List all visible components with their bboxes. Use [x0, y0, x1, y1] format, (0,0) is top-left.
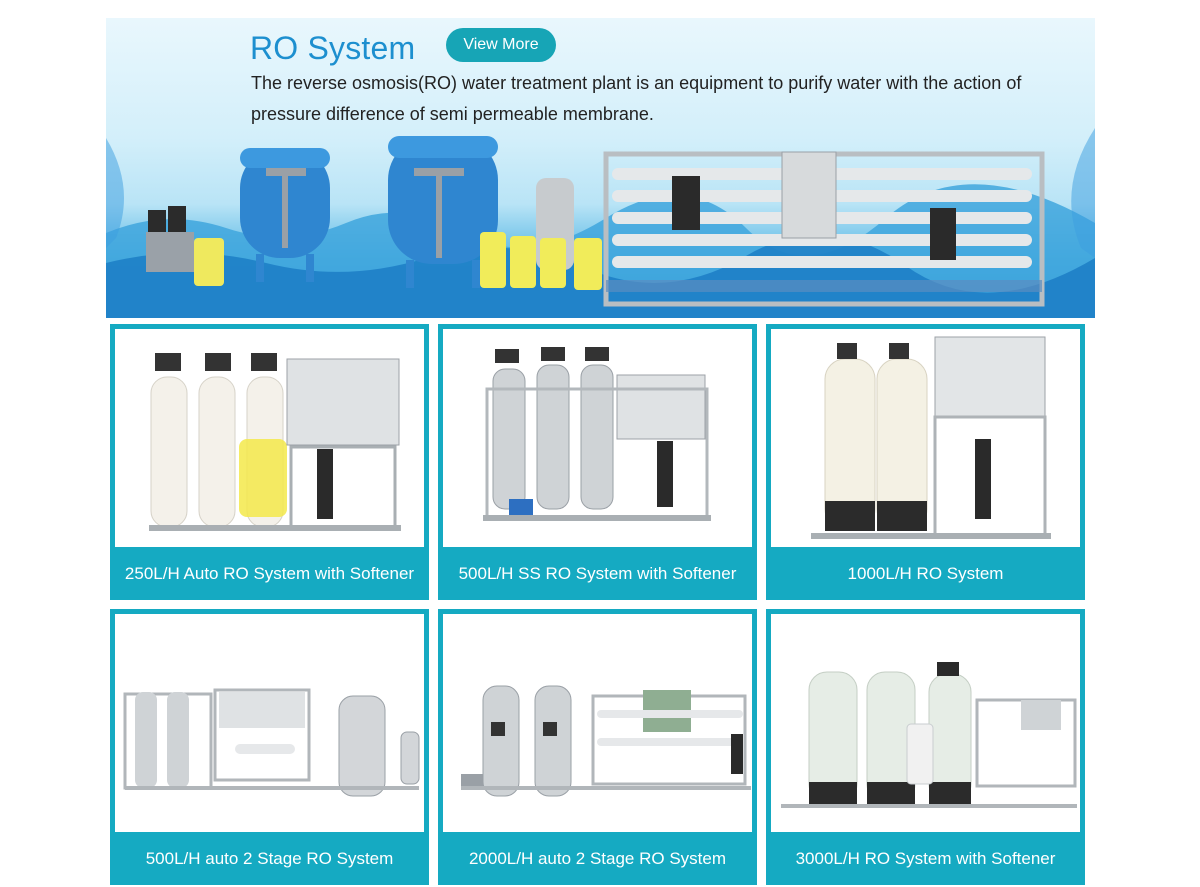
product-label[interactable]: 500L/H auto 2 Stage RO System — [145, 849, 394, 868]
product-card[interactable]: 1000L/H RO System — [766, 324, 1085, 600]
banner-description: The reverse osmosis(RO) water treatment … — [251, 73, 1022, 124]
product-label[interactable]: 250L/H Auto RO System with Softener — [124, 564, 415, 583]
product-label[interactable]: 500L/H SS RO System with Softener — [458, 564, 737, 583]
product-card[interactable]: 500L/H auto 2 Stage RO System — [110, 609, 429, 885]
product-card[interactable]: 250L/H Auto RO System with Softener — [110, 324, 429, 600]
product-card[interactable]: 2000L/H auto 2 Stage RO System — [438, 609, 757, 885]
banner-title: RO System — [250, 30, 416, 66]
product-image — [115, 614, 424, 832]
product-label[interactable]: 3000L/H RO System with Softener — [795, 849, 1056, 868]
product-label[interactable]: 1000L/H RO System — [847, 564, 1004, 583]
product-card[interactable]: 500L/H SS RO System with Softener — [438, 324, 757, 600]
view-more-button[interactable]: View More — [446, 28, 556, 62]
product-card[interactable]: 3000L/H RO System with Softener — [766, 609, 1085, 885]
product-image — [115, 329, 424, 547]
product-image — [443, 614, 752, 832]
product-image — [771, 614, 1080, 832]
product-label[interactable]: 2000L/H auto 2 Stage RO System — [468, 849, 727, 868]
product-image — [443, 329, 752, 547]
product-image — [771, 329, 1080, 547]
ro-system-banner: RO System View More The reverse osmosis(… — [106, 18, 1095, 318]
banner-equipment-image — [106, 128, 1095, 318]
